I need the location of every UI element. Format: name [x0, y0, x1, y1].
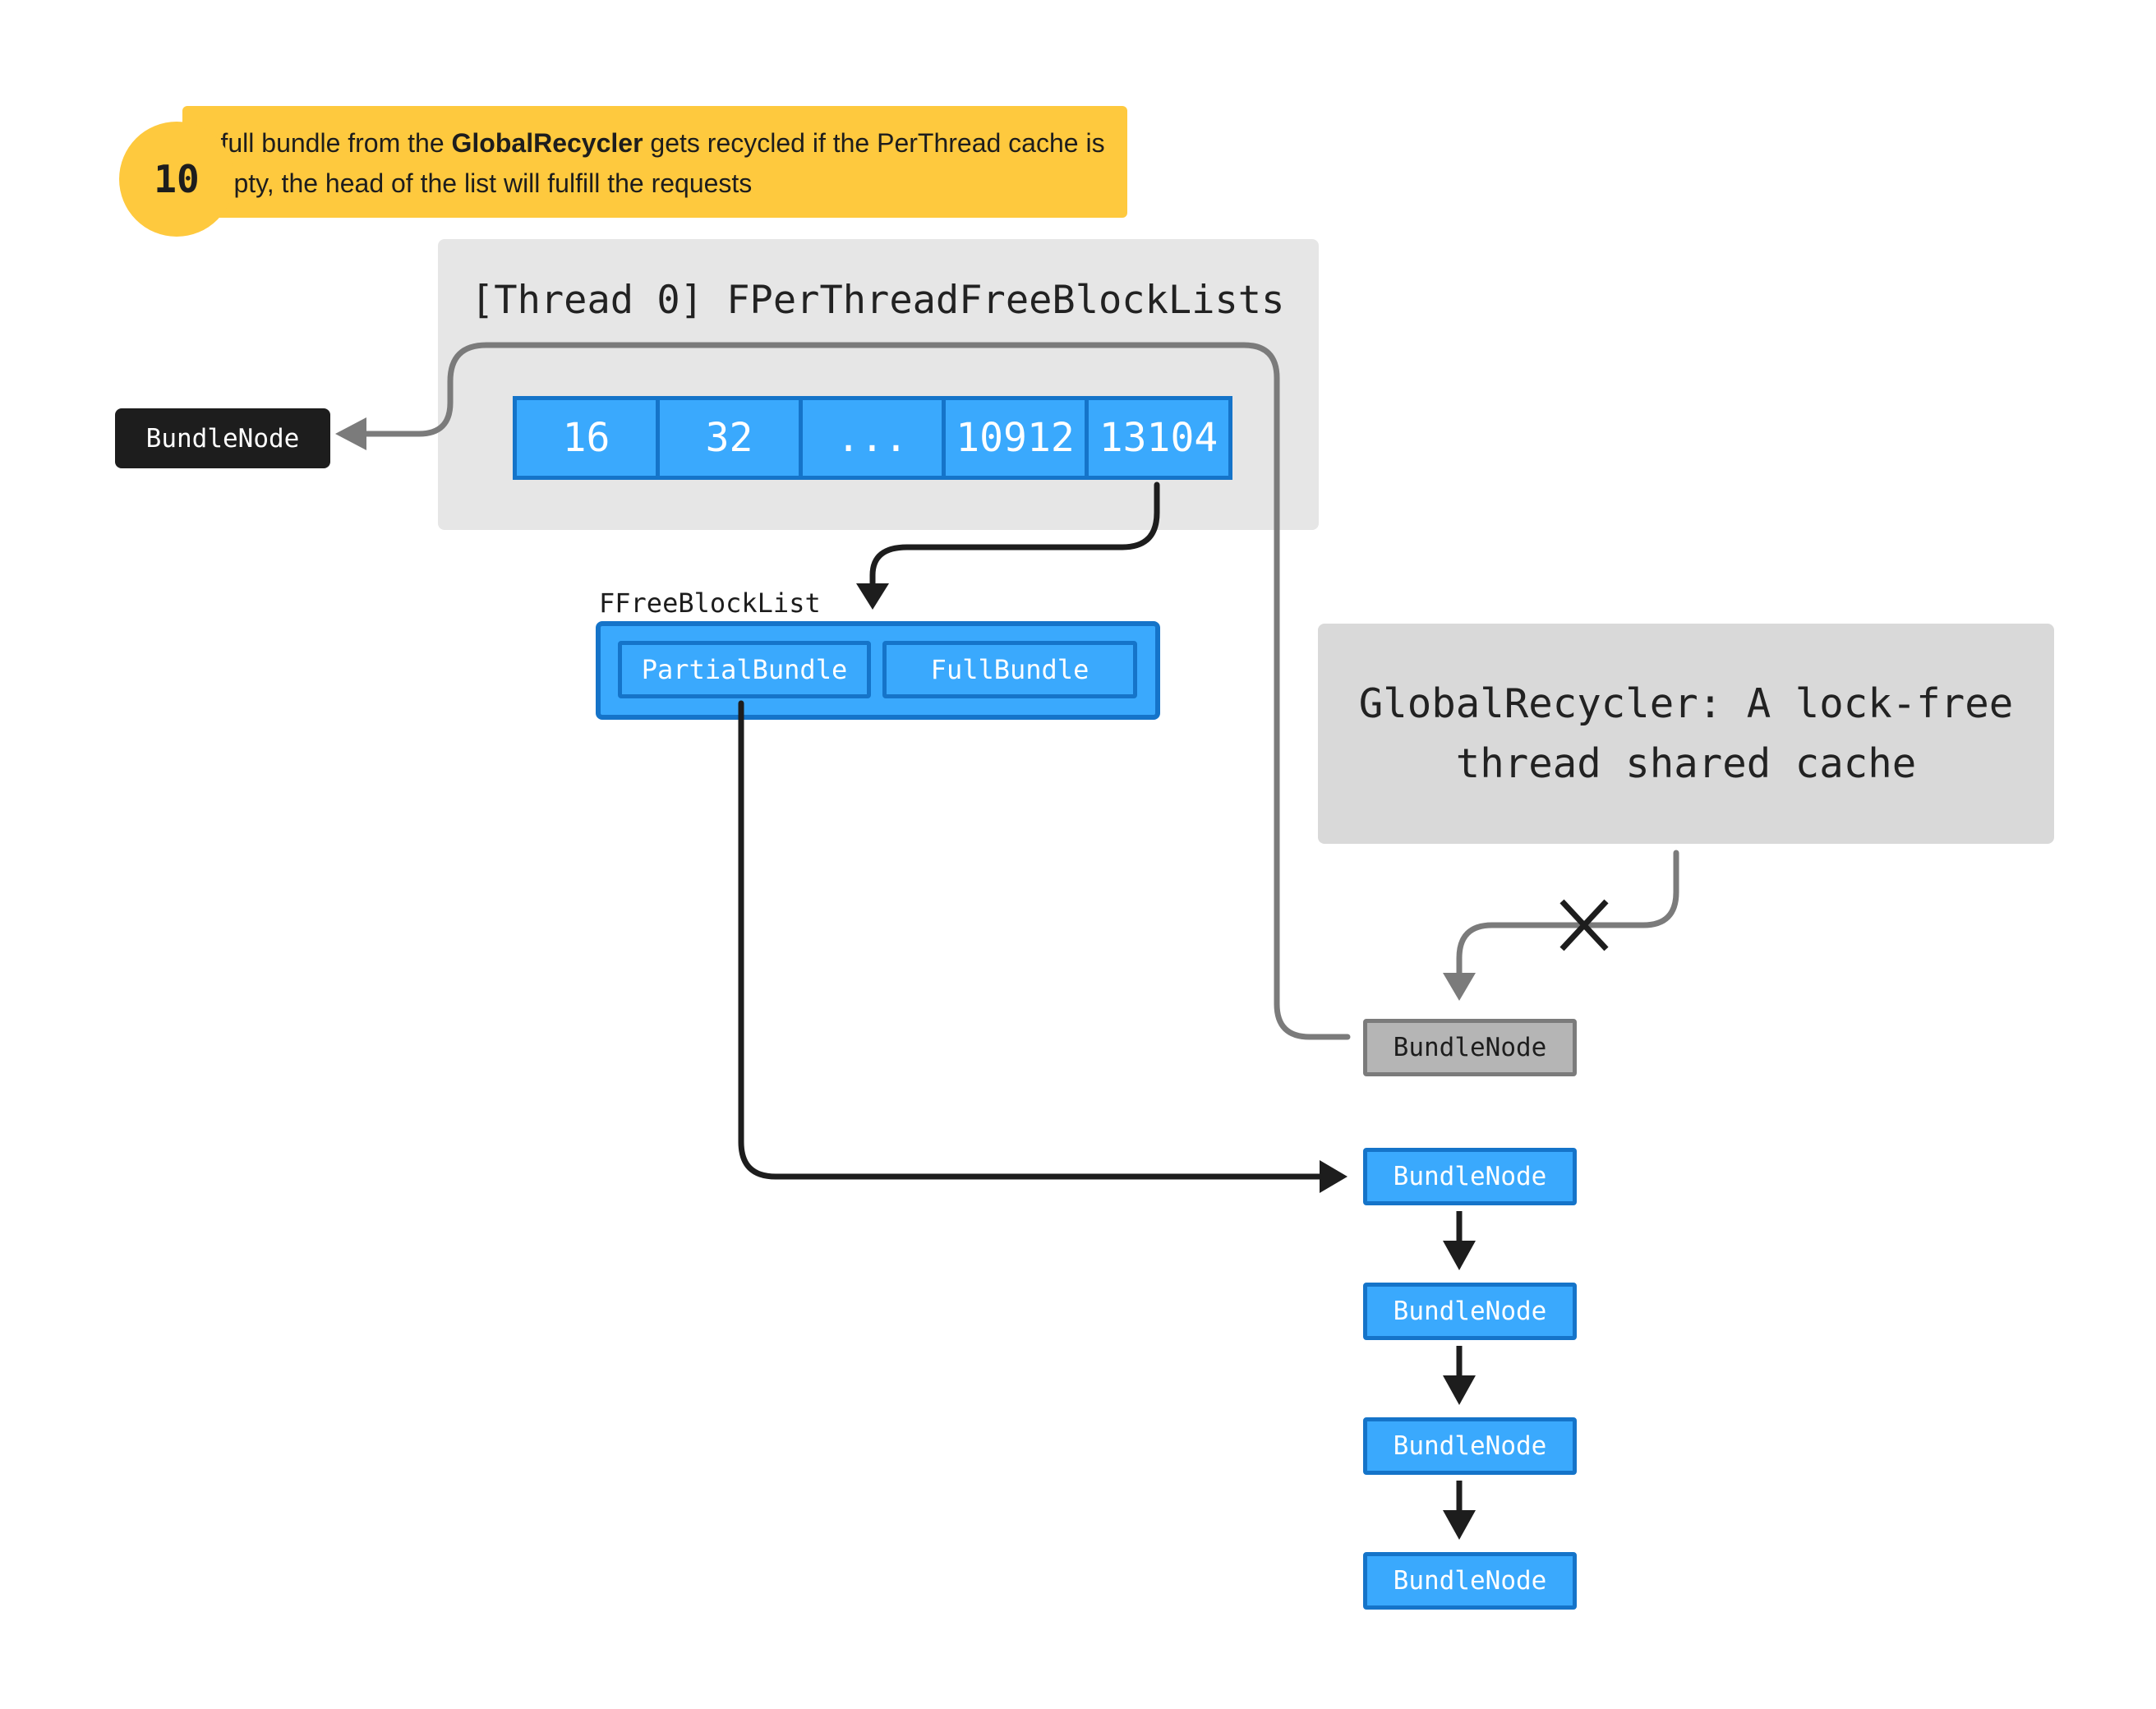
callout-text-1: A full bundle from the — [197, 128, 452, 158]
bundle-node-chain-1: BundleNode — [1363, 1148, 1577, 1205]
size-cell-10912: 10912 — [942, 396, 1089, 480]
full-bundle: FullBundle — [882, 641, 1137, 698]
bundle-node-chain-4: BundleNode — [1363, 1552, 1577, 1610]
bundle-node-chain-2: BundleNode — [1363, 1283, 1577, 1340]
free-block-list-label: FFreeBlockList — [599, 587, 821, 619]
thread-panel — [438, 239, 1319, 530]
recycle-path-arrow — [357, 342, 1351, 1040]
step-number-badge: 10 — [119, 122, 234, 237]
callout-text-bold: GlobalRecycler — [451, 128, 643, 158]
callout-text-2: gets recycled if the PerThread cache is … — [197, 128, 1105, 198]
size-cell-13104: 13104 — [1085, 396, 1232, 480]
global-recycler-panel: GlobalRecycler: A lock-free thread share… — [1318, 624, 2054, 844]
bundle-node-chain-3: BundleNode — [1363, 1417, 1577, 1475]
global-recycler-line-2: thread shared cache — [1455, 740, 1917, 787]
chain-arrowhead-1 — [1443, 1241, 1476, 1270]
freelist-arrowhead — [856, 583, 889, 610]
cell-to-freelist-arrow — [869, 481, 1160, 588]
partial-bundle: PartialBundle — [618, 641, 871, 698]
chain-arrowhead-3 — [1443, 1510, 1476, 1540]
size-cell-ellipsis: ... — [799, 396, 946, 480]
chain-entry-arrowhead — [1320, 1160, 1348, 1193]
bundle-node-returned: BundleNode — [115, 408, 330, 468]
step-callout: A full bundle from the GlobalRecycler ge… — [182, 106, 1127, 218]
global-to-node-arrow — [1456, 850, 1679, 981]
chain-arrowhead-2 — [1443, 1375, 1476, 1405]
blocked-x-icon-stroke — [1559, 899, 1609, 951]
thread-panel-title: [Thread 0] FPerThreadFreeBlockLists — [471, 278, 1285, 323]
partial-to-chain-arrow — [738, 700, 1328, 1180]
bundle-node-recycled: BundleNode — [1363, 1019, 1577, 1076]
recycle-arrowhead — [335, 417, 366, 450]
global-recycler-line-1: GlobalRecycler: A lock-free — [1358, 680, 2014, 727]
global-arrowhead — [1443, 973, 1476, 1001]
